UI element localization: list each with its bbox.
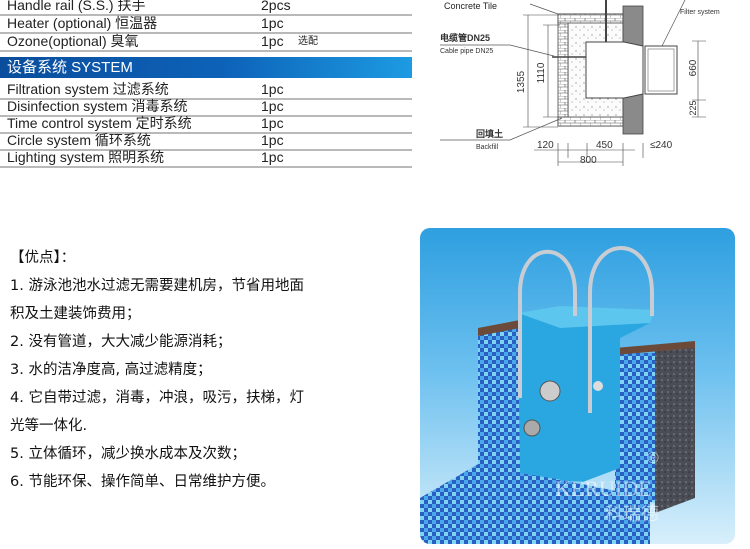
list-item: 2. 没有管道，大大减少能源消耗； [10, 334, 232, 350]
system-section-header: 设备系统 SYSTEM [0, 57, 412, 78]
list-item: 光等一体化. [10, 418, 88, 434]
advantages-title: 【优点】： [10, 250, 76, 266]
label-cable-en: Cable pipe DN25 [440, 48, 493, 55]
wall-hung-filter-illustration: KERUIDE 科瑞德 ® [420, 246, 695, 544]
list-item: 4. 它自带过滤，消毒，冲浪，吸污，扶梯，灯 [10, 390, 304, 406]
registered-mark: ® [647, 450, 659, 467]
brand-watermark: KERUIDE [555, 476, 652, 501]
list-item: 3. 水的洁净度高, 高过滤精度； [10, 362, 212, 378]
svg-text:≤240: ≤240 [650, 140, 673, 151]
svg-text:120: 120 [537, 140, 554, 151]
svg-text:1355: 1355 [516, 70, 527, 93]
svg-text:225: 225 [688, 100, 698, 115]
label-filter-system: Filter system [680, 9, 720, 16]
list-item: 6. 节能环保、操作简单、日常维护方便。 [10, 474, 275, 490]
advantages-list: 【优点】： 1. 游泳池池水过滤无需要建机房，节省用地面 积及土建装饰费用； 2… [10, 244, 304, 496]
svg-text:800: 800 [580, 155, 597, 166]
installation-diagram: Concrete Tile Filter system 电缆管DN25 Cabl… [440, 0, 720, 166]
brand-watermark-cn: 科瑞德 [605, 504, 659, 524]
svg-text:1110: 1110 [536, 62, 547, 83]
label-cable-cn: 电缆管DN25 [440, 32, 490, 43]
label-concrete-tile: Concrete Tile [444, 1, 497, 11]
list-item: 5. 立体循环，减少换水成本及次数； [10, 446, 246, 462]
svg-text:660: 660 [688, 59, 699, 76]
dimension-labels: 1355 1110 660 225 120 450 ≤240 800 [516, 59, 699, 166]
list-item: 1. 游泳池池水过滤无需要建机房，节省用地面 [10, 278, 304, 294]
label-backfill-cn: 回填土 [476, 128, 503, 139]
product-image: KERUIDE 科瑞德 ® [420, 228, 735, 544]
list-item: 积及土建装饰费用； [10, 306, 141, 322]
svg-text:450: 450 [596, 140, 613, 151]
label-backfill-en: Backfill [476, 144, 499, 151]
